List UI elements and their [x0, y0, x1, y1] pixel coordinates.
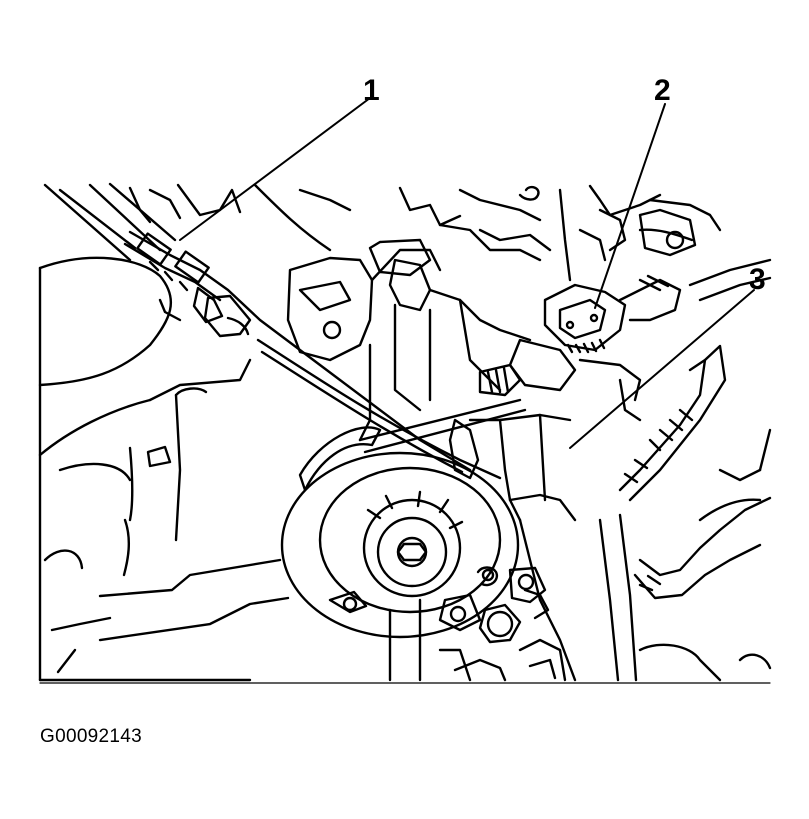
callout-label-3: 3 [749, 263, 766, 296]
leader-line-2 [594, 103, 666, 309]
leader-line-3 [569, 289, 755, 449]
upper-cable-tubes [43, 182, 722, 282]
callout-label-2: 2 [654, 74, 671, 107]
figure-id: G00092143 [40, 726, 143, 747]
throttle-sensor [478, 274, 682, 422]
leader-line-1 [179, 97, 371, 241]
engine-cover-left [38, 256, 290, 682]
throttle-body [286, 223, 552, 442]
callout-leaders [179, 97, 755, 449]
right-harness [598, 258, 772, 682]
belt-lines [256, 338, 527, 480]
callout-label-1: 1 [363, 74, 380, 107]
throttle-cable [123, 230, 472, 472]
pulley-assembly [280, 426, 520, 639]
lower-linkage [388, 413, 577, 682]
